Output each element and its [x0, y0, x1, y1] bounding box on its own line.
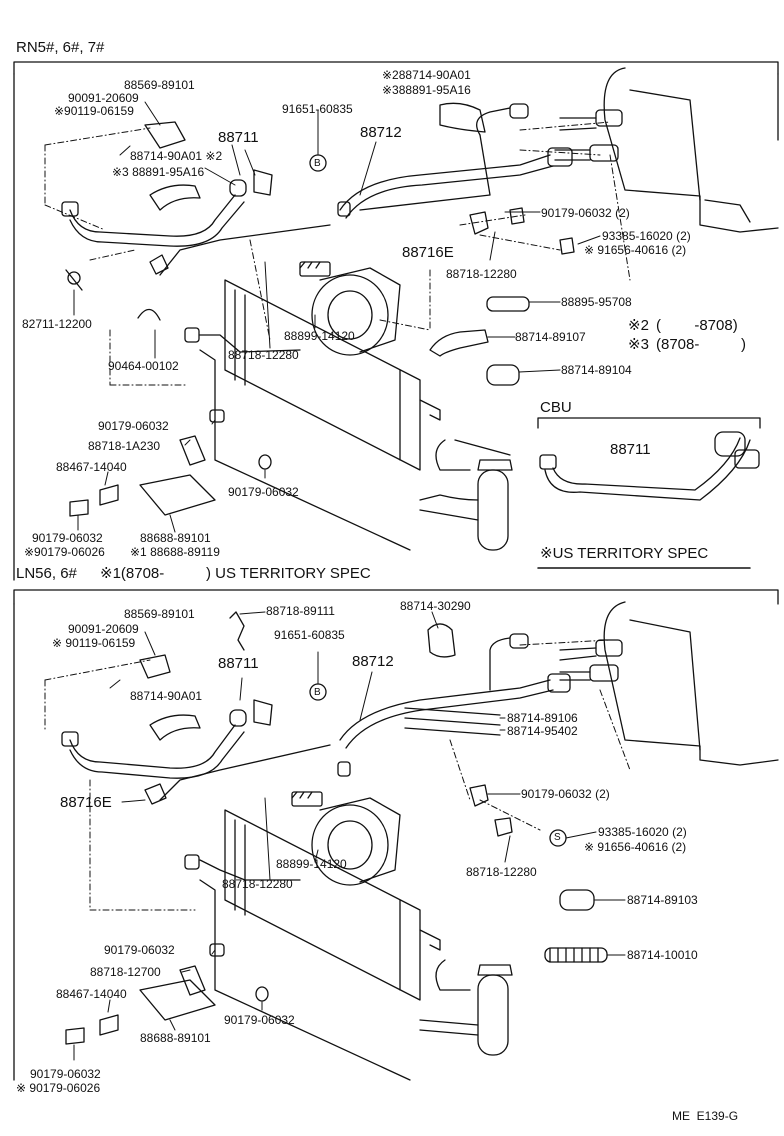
part-label: 90179-06032 — [228, 485, 299, 499]
part-label: 93385-16020 (2) — [598, 825, 687, 839]
part-label: ※1 88688-89119 — [130, 545, 220, 559]
compressor-bottom — [291, 791, 401, 886]
part-label: 88716E — [402, 244, 454, 261]
part-label: ※90119-06159 — [54, 104, 134, 118]
part-label: 90179-06032 — [98, 419, 169, 433]
part-label: 88899-14120 — [276, 857, 347, 871]
bottom-header-note: ※1(8708- ) US TERRITORY SPEC — [100, 565, 371, 582]
part-label: 88711 — [218, 655, 259, 672]
part-label: 90179-06032 — [104, 943, 175, 957]
leader-lines-top — [73, 101, 601, 533]
part-label: 88569-89101 — [124, 78, 195, 92]
part-label: 88714-90A01 ※2 — [130, 149, 223, 163]
part-label: 90179-06032 — [224, 1013, 295, 1027]
part-label: 88718-12280 — [228, 348, 299, 362]
cbu-label: CBU — [540, 399, 572, 416]
part-label: 88716E — [60, 794, 112, 811]
bracket-bottom — [65, 943, 269, 1045]
part-label: 90179-06032 — [32, 531, 103, 545]
cbu-spec-note: ※US TERRITORY SPEC — [540, 545, 709, 562]
part-label: 88688-89101 — [140, 531, 211, 545]
part-label: 88688-89101 — [140, 1031, 211, 1045]
top-section-header: RN5#, 6#, 7# — [16, 39, 105, 56]
part-label: 88714-89106 — [507, 711, 578, 725]
part-label: ※ 90179-06026 — [16, 1081, 101, 1095]
part-label: ※388891-95A16 — [382, 83, 471, 97]
leader-lines-bottom — [73, 611, 626, 1061]
part-label: 90464-00102 — [108, 359, 179, 373]
part-label: ※3 88891-95A16 — [112, 165, 205, 179]
part-label: 88714-90A01 — [130, 689, 203, 703]
part-label: 88718-1A230 — [88, 439, 161, 453]
cbu-inset — [537, 417, 761, 569]
part-label: 88718-12280 — [466, 865, 537, 879]
discharge-hose-top — [149, 224, 331, 353]
part-label: S — [554, 832, 561, 843]
hose-88712-top — [337, 102, 573, 219]
part-label: 88467-14040 — [56, 987, 127, 1001]
bottom-frame — [13, 589, 779, 605]
part-label: 93385-16020 (2) — [602, 229, 691, 243]
hose-88712-bottom — [337, 623, 571, 777]
note-2-mark: ※2 — [628, 317, 649, 334]
bottom-reference-lines — [44, 639, 631, 911]
bottom-section-header: LN56, 6# — [16, 565, 77, 582]
note-2-text: ( -8708) — [656, 317, 738, 334]
part-label: 88714-10010 — [627, 948, 698, 962]
hose-88711-bottom — [61, 611, 273, 779]
part-label: 88714-89104 — [561, 363, 632, 377]
part-label: ※ 90119-06159 — [52, 636, 136, 650]
part-label: 88718-12700 — [90, 965, 161, 979]
part-label: ※288714-90A01 — [382, 68, 471, 82]
note-3-text: (8708- ) — [656, 336, 747, 353]
note-3-mark: ※3 — [628, 336, 649, 353]
part-label: 88712 — [360, 124, 402, 141]
part-label: 91651-60835 — [274, 628, 345, 642]
condenser-bottom — [199, 809, 441, 1081]
part-label: 82711-12200 — [22, 317, 92, 331]
part-label: 88714-95402 — [507, 724, 578, 738]
part-label: 88714-30290 — [400, 599, 471, 613]
hose-88711-top — [61, 121, 273, 247]
part-label: ※90179-06026 — [24, 545, 105, 559]
compressor-top — [299, 261, 401, 356]
part-label: 88714-89103 — [627, 893, 698, 907]
part-label: 88899-14120 — [284, 329, 355, 343]
part-label: 88718-89111 — [266, 604, 335, 618]
evaporator-unit — [554, 67, 779, 233]
part-label: 90179-06032 — [30, 1067, 101, 1081]
top-frame — [13, 61, 779, 75]
discharge-hose-bottom — [144, 744, 331, 881]
part-label: 88467-14040 — [56, 460, 127, 474]
bottom-section-art — [13, 589, 779, 1081]
part-label: 90179-06032 (2) — [521, 787, 610, 801]
part-label: 88718-12280 — [222, 877, 293, 891]
cbu-part-label: 88711 — [610, 441, 651, 458]
part-label: ※ 91656-40616 (2) — [584, 840, 687, 854]
bracket-top — [69, 409, 272, 517]
receiver-drier-top — [419, 439, 513, 551]
part-label: 90179-06032 (2) — [541, 206, 630, 220]
part-label: 88569-89101 — [124, 607, 195, 621]
part-label: 88711 — [218, 129, 259, 146]
diagram-reference-code: ME E139-G — [672, 1109, 739, 1123]
evaporator-unit-bottom — [559, 601, 779, 766]
receiver-drier-bottom — [419, 959, 513, 1056]
part-label: B — [314, 687, 321, 698]
top-reference-lines — [44, 121, 631, 386]
part-label: 90091-20609 — [68, 622, 139, 636]
part-label: 88718-12280 — [446, 267, 517, 281]
part-label: 91651-60835 — [282, 102, 353, 116]
part-label: 88895-95708 — [561, 295, 632, 309]
part-label: 90091-20609 — [68, 91, 139, 105]
part-label: B — [314, 158, 321, 169]
part-label: 88714-89107 — [515, 330, 586, 344]
part-label: ※ 91656-40616 (2) — [584, 243, 687, 257]
part-label: 88712 — [352, 653, 394, 670]
top-section-art — [13, 61, 779, 581]
